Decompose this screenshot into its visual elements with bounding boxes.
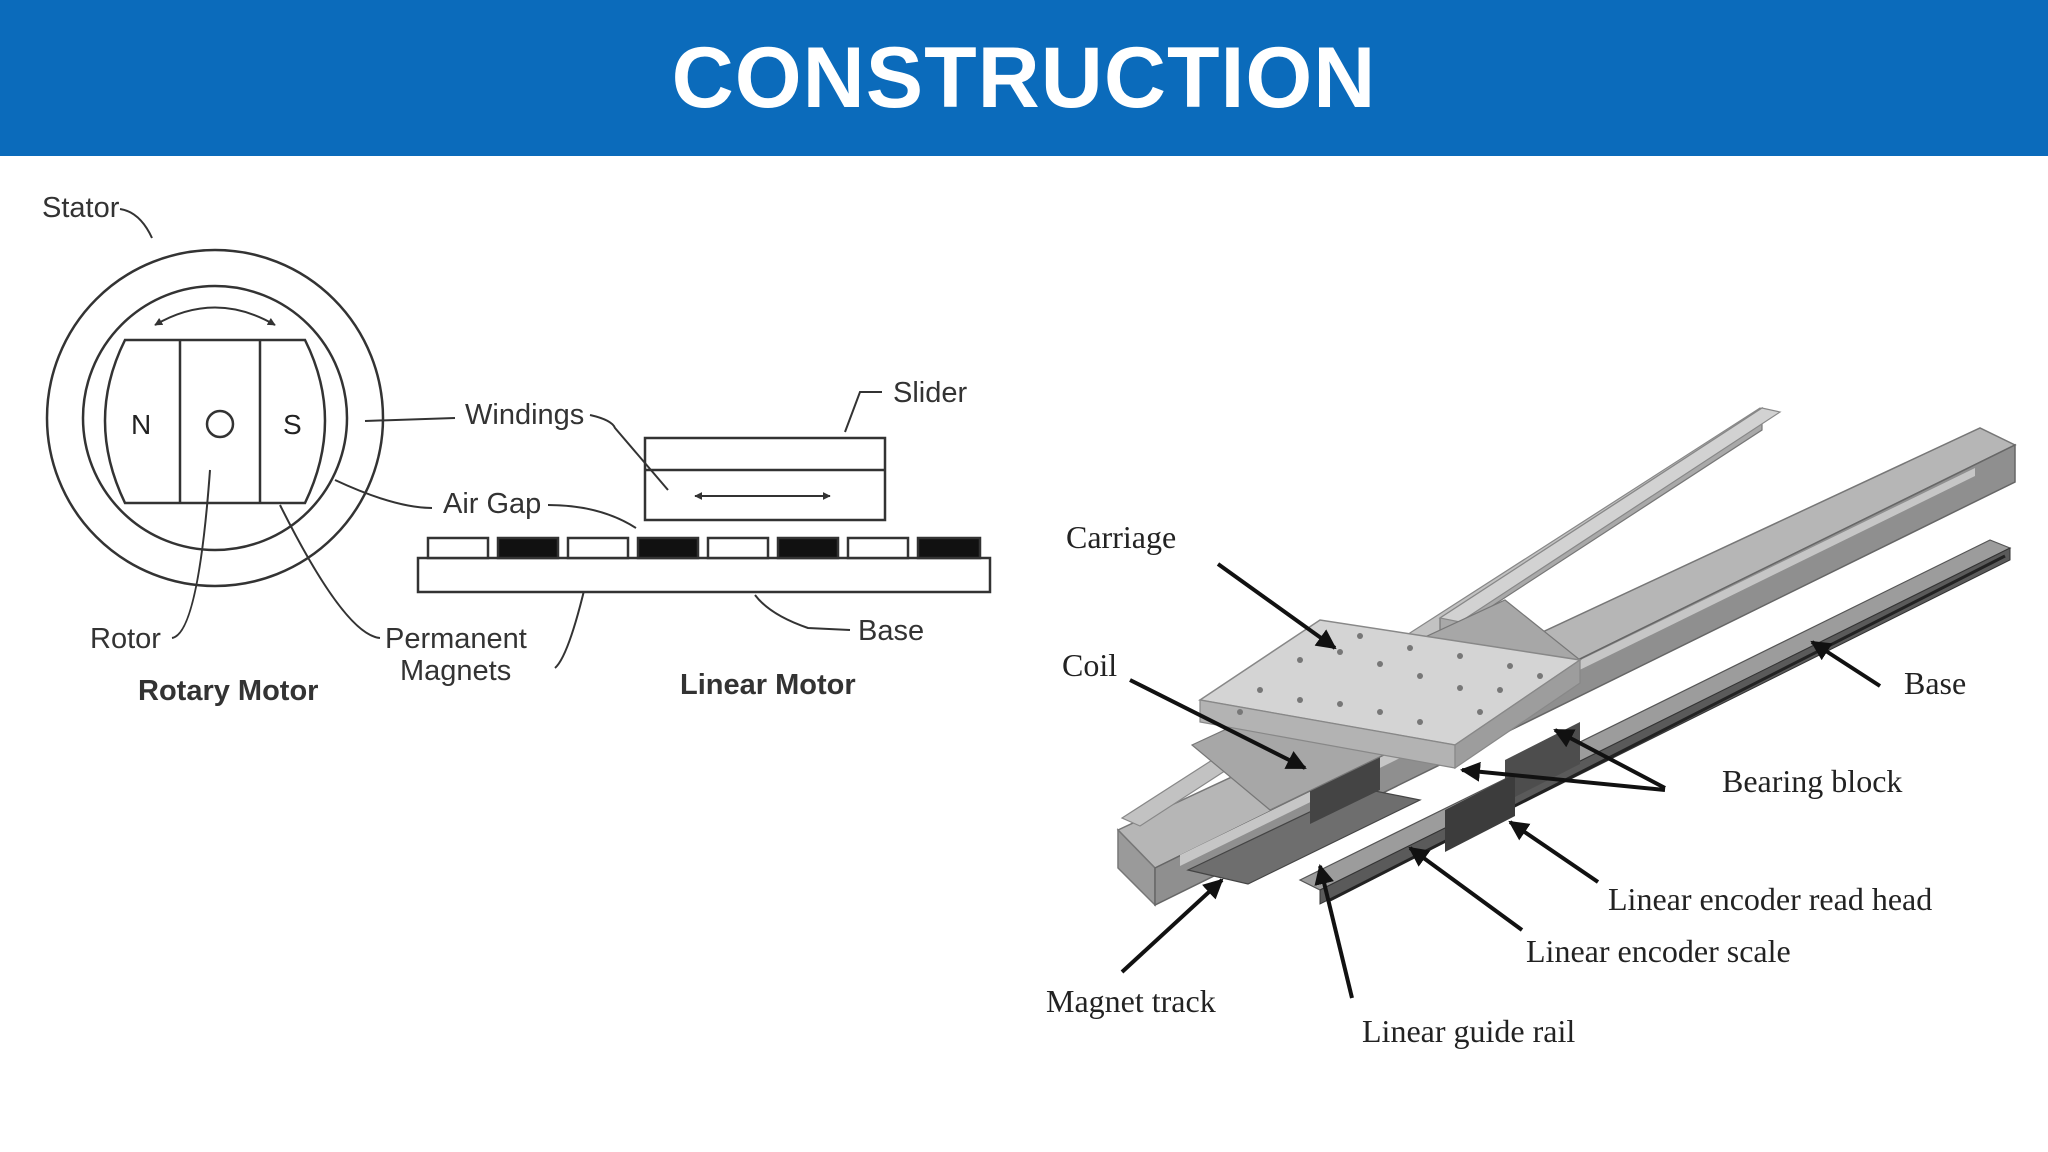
magnet-6: [776, 536, 840, 560]
slider-body: [643, 436, 887, 522]
rotary-motor-caption: Rotary Motor: [138, 675, 318, 707]
encoder-scale-arrow: [1408, 846, 1524, 932]
pole-s-label: S: [283, 409, 302, 440]
pole-n-label: N: [131, 409, 151, 440]
magnets-label: Magnets: [400, 655, 511, 687]
rotary-motor: [45, 248, 385, 588]
linear-motor-caption: Linear Motor: [680, 669, 856, 701]
rotor-body: [103, 338, 327, 505]
linear-motor: [416, 436, 992, 594]
coil-label: Coil: [1062, 647, 1117, 683]
magnet-5: [706, 536, 770, 560]
magnet-3: [566, 536, 630, 560]
linear-leaders: [547, 391, 882, 631]
carriage-label: Carriage: [1066, 519, 1176, 555]
magnet-1: [426, 536, 490, 560]
rotor-label: Rotor: [90, 623, 161, 655]
page-title: CONSTRUCTION: [671, 29, 1377, 126]
guide-rail-arrow: [1314, 864, 1354, 999]
permanent-label: Permanent: [385, 623, 527, 655]
stage-back-rail-top: [1438, 407, 1782, 623]
rotary-leaders: [119, 208, 591, 669]
magnet-track-label: Magnet track: [1046, 983, 1216, 1019]
linear-stage: [1116, 406, 2017, 907]
encoder-scale-label: Linear encoder scale: [1526, 933, 1791, 969]
rotation-arrow: [154, 306, 276, 326]
rotor-shaft: [205, 409, 235, 439]
guide-rail-label: Linear guide rail: [1362, 1013, 1575, 1049]
bearing-block-arrow-2: [1460, 761, 1666, 792]
stage-base-top: [1116, 427, 2017, 869]
stage-arrows: [1120, 562, 1882, 999]
bearing-block-arrow-1: [1553, 728, 1666, 790]
bearing-block-label: Bearing block: [1722, 763, 1902, 799]
carriage-side: [1454, 658, 1581, 770]
magnet-track-arrow: [1120, 878, 1224, 974]
stator-inner-circle: [81, 284, 349, 552]
magnet-2: [496, 536, 560, 560]
slider-label: Slider: [893, 377, 967, 409]
air-gap-label: Air Gap: [443, 488, 541, 520]
magnet-8: [916, 536, 982, 560]
base-arrow: [1810, 640, 1882, 688]
magnet-7: [846, 536, 910, 560]
carriage-holes: [1237, 633, 1543, 725]
linear-base-label: Base: [858, 615, 924, 647]
magnet-track: [1186, 787, 1422, 885]
stator-label: Stator: [42, 192, 120, 224]
encoder-head-label: Linear encoder read head: [1608, 881, 1932, 917]
linear-base: [416, 556, 992, 594]
encoder-scale-strip: [1329, 554, 2006, 902]
magnet-4: [636, 536, 700, 560]
header-bar: CONSTRUCTION: [0, 0, 2048, 156]
bearing-block-front: [1445, 774, 1515, 852]
carriage-arrow: [1216, 562, 1337, 650]
windings-label: Windings: [465, 399, 584, 431]
coil-arrow: [1129, 678, 1307, 770]
stage-base-label: Base: [1904, 665, 1966, 701]
stator-outer-circle: [45, 248, 385, 588]
encoder-head-arrow: [1508, 820, 1600, 884]
